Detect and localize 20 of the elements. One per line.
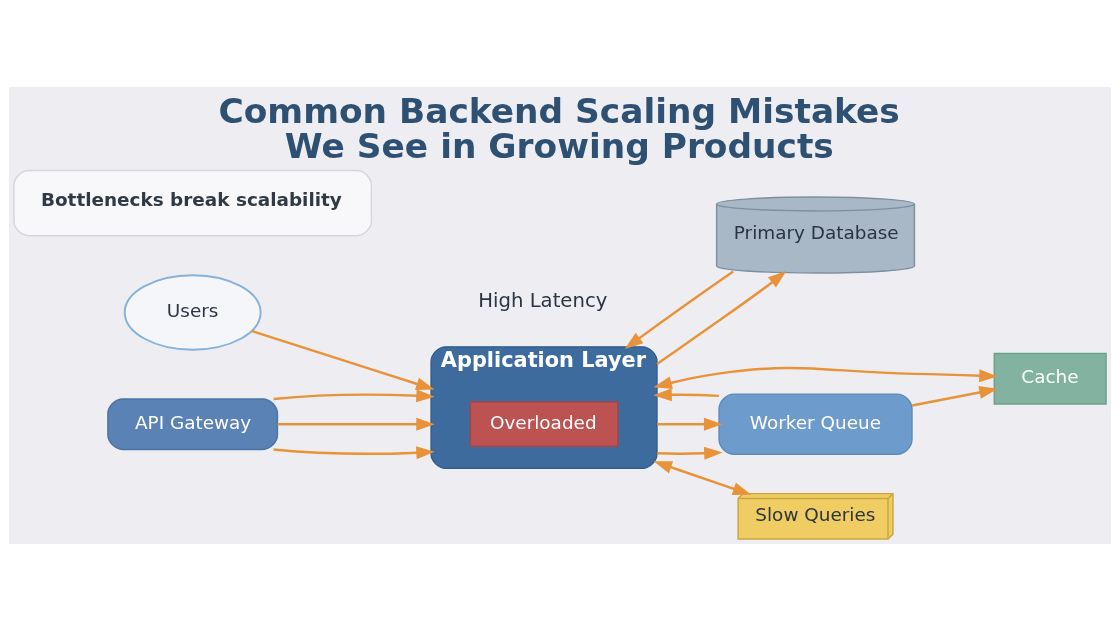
arrow (251, 329, 435, 390)
arrow (911, 385, 998, 407)
node-box: Overloaded (469, 400, 619, 447)
arrow (656, 270, 787, 365)
arrow (273, 388, 435, 402)
arrow (277, 417, 435, 431)
arrow (273, 445, 435, 459)
arrow (657, 417, 723, 431)
node-box: Bottlenecks break scalability (13, 169, 373, 236)
node-label: High Latency (478, 288, 608, 312)
node-box: API Gateway (107, 397, 279, 450)
node-box: Cache (993, 352, 1107, 405)
arrow (657, 446, 723, 460)
arrow (653, 460, 752, 495)
arrow (653, 387, 719, 401)
node-ellipse: Users (123, 273, 262, 351)
arrow (653, 366, 998, 389)
arrow (624, 269, 734, 349)
node-box: Worker Queue (718, 392, 913, 455)
diagram-title: Common Backend Scaling Mistakes We See in Growing Products (218, 90, 900, 166)
